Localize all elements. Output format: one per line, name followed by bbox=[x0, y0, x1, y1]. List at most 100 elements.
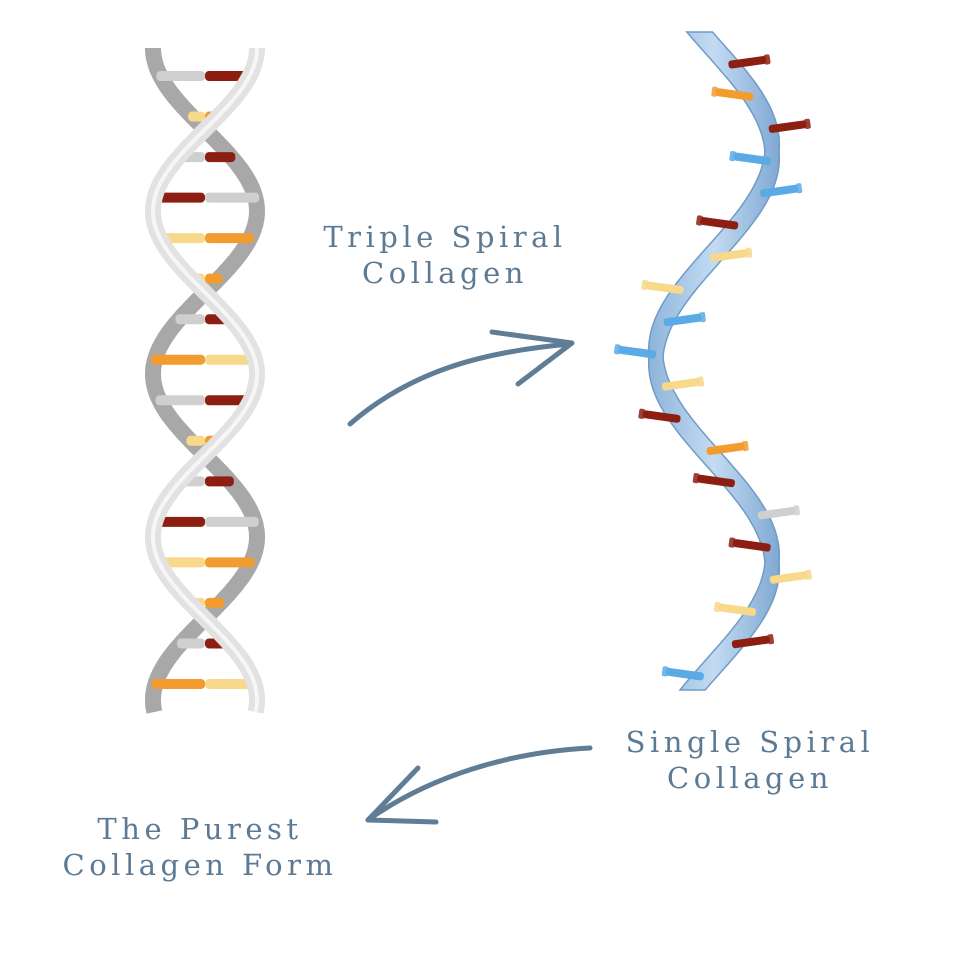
base-right bbox=[205, 233, 255, 244]
side-chain-cap bbox=[793, 505, 800, 516]
base-left bbox=[150, 192, 205, 203]
side-chain bbox=[760, 183, 803, 198]
side-chain-bar bbox=[706, 442, 745, 455]
base-left bbox=[150, 354, 205, 365]
side-chain-bar bbox=[768, 120, 807, 133]
base-pair bbox=[150, 354, 260, 365]
side-chain-cap bbox=[638, 408, 646, 419]
side-chain bbox=[706, 440, 749, 455]
side-chain-bar bbox=[757, 506, 796, 520]
side-chain-bar bbox=[710, 249, 749, 262]
side-chain bbox=[728, 54, 771, 69]
side-chain-cap bbox=[641, 279, 649, 291]
side-chain-cap bbox=[696, 215, 703, 226]
side-chain bbox=[729, 150, 772, 166]
base-right bbox=[205, 679, 259, 689]
side-chain bbox=[692, 473, 735, 488]
side-chain bbox=[768, 118, 811, 133]
base-pair bbox=[151, 516, 259, 527]
side-chain-cap bbox=[697, 376, 705, 387]
side-chain-bar bbox=[697, 474, 735, 488]
side-chain-cap bbox=[745, 247, 753, 258]
side-chain-bar bbox=[769, 571, 808, 584]
side-chain bbox=[728, 537, 771, 552]
side-chain bbox=[661, 376, 705, 391]
side-chain bbox=[731, 634, 775, 649]
arrow-shaft bbox=[365, 745, 593, 823]
base-pair bbox=[150, 192, 260, 203]
triple-spiral-label: Triple Spiral Collagen bbox=[300, 219, 590, 291]
side-chain-cap bbox=[795, 183, 803, 194]
helix-strand-highlight bbox=[151, 48, 259, 713]
arrow-triple-to-single bbox=[347, 329, 575, 427]
base-left bbox=[186, 435, 205, 446]
side-chain-bar bbox=[733, 152, 772, 166]
side-chain bbox=[663, 312, 706, 327]
side-chain-bar bbox=[645, 281, 684, 294]
side-chain-bar bbox=[661, 378, 700, 391]
side-chain-cap bbox=[711, 86, 719, 97]
base-pair bbox=[155, 557, 255, 568]
purest-form-label: The Purest Collagen Form bbox=[40, 811, 360, 883]
arrow-shaft bbox=[347, 341, 573, 427]
single-helix-side-chains bbox=[613, 54, 812, 681]
side-chain-cap bbox=[728, 537, 736, 548]
double-helix-illustration bbox=[145, 48, 265, 714]
arrow-head bbox=[365, 765, 439, 825]
double-helix-base-pairs bbox=[150, 71, 260, 689]
base-pair bbox=[151, 679, 259, 689]
side-chain-bar bbox=[666, 667, 704, 681]
base-left bbox=[151, 679, 205, 689]
side-chain-bar bbox=[663, 313, 702, 327]
side-chain-cap bbox=[767, 634, 775, 645]
side-chain-bar bbox=[731, 635, 770, 649]
helix-strand-front bbox=[145, 48, 265, 714]
side-chain bbox=[661, 666, 704, 681]
side-chain-bar bbox=[760, 184, 798, 198]
side-chain bbox=[641, 279, 684, 294]
triple-spiral-label-line1: Triple Spiral bbox=[323, 220, 567, 254]
base-right bbox=[205, 516, 259, 527]
arrow-head bbox=[489, 329, 575, 387]
base-right bbox=[205, 192, 260, 203]
side-chain bbox=[696, 215, 739, 230]
side-chain-bar bbox=[642, 410, 681, 423]
side-chain-bar bbox=[728, 56, 767, 69]
single-helix-illustration bbox=[613, 31, 812, 691]
single-spiral-label-line1: Single Spiral bbox=[625, 725, 875, 759]
side-chain bbox=[711, 86, 754, 101]
side-chain-bar bbox=[718, 603, 757, 616]
base-right bbox=[205, 152, 236, 163]
side-chain bbox=[769, 569, 812, 584]
side-chain-cap bbox=[613, 344, 621, 355]
side-chain-bar bbox=[618, 345, 657, 359]
side-chain bbox=[713, 601, 757, 616]
side-chain-cap bbox=[763, 54, 771, 65]
triple-spiral-label-line2: Collagen bbox=[362, 256, 528, 290]
side-chain-bar bbox=[732, 539, 771, 552]
double-helix-front-strand bbox=[145, 48, 265, 714]
purest-form-label-line2: Collagen Form bbox=[62, 848, 338, 882]
base-right bbox=[205, 557, 255, 568]
base-left bbox=[155, 395, 205, 406]
base-right bbox=[205, 273, 223, 284]
side-chain-cap bbox=[741, 440, 749, 452]
side-chain bbox=[613, 344, 657, 359]
side-chain-cap bbox=[699, 312, 706, 323]
side-chain-cap bbox=[805, 569, 812, 580]
arrow-single-to-purest bbox=[365, 745, 593, 825]
purest-form-label-line1: The Purest bbox=[97, 812, 303, 846]
side-chain-cap bbox=[661, 666, 669, 677]
base-left bbox=[176, 638, 205, 649]
ribbon-body bbox=[647, 31, 781, 691]
side-chain-cap bbox=[804, 118, 811, 129]
side-chain bbox=[710, 247, 753, 262]
single-helix-ribbon bbox=[647, 31, 781, 691]
base-right bbox=[205, 476, 234, 487]
side-chain-bar bbox=[700, 217, 739, 230]
base-right bbox=[205, 354, 260, 365]
side-chain-bar bbox=[715, 88, 754, 101]
side-chain-cap bbox=[713, 601, 721, 613]
